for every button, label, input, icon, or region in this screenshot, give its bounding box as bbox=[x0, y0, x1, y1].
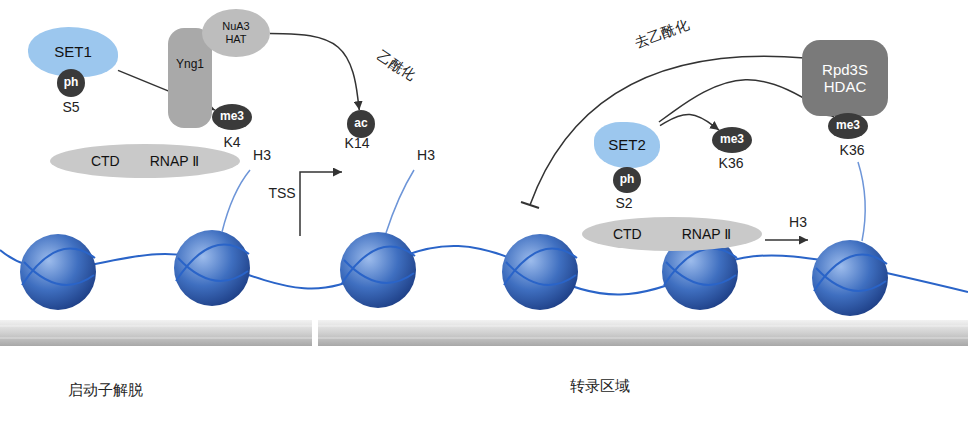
phospho-mark: ph bbox=[57, 69, 85, 97]
node-text: RNAP Ⅱ bbox=[150, 153, 199, 169]
node-text: SET1 bbox=[54, 43, 92, 60]
node-text: me3 bbox=[220, 110, 244, 124]
histone-label: H3 bbox=[253, 148, 271, 163]
tss-arrow bbox=[300, 172, 342, 236]
methyl-mark: me3 bbox=[828, 113, 868, 139]
promoter-band bbox=[0, 320, 312, 346]
node-text: ph bbox=[620, 173, 635, 187]
rnap-ellipse: CTD RNAP Ⅱ bbox=[582, 217, 762, 251]
residue-label: S2 bbox=[615, 196, 632, 211]
nucleosomes bbox=[20, 230, 888, 316]
node-text: me3 bbox=[836, 119, 860, 133]
movement-arrow bbox=[765, 239, 808, 241]
node-text: me3 bbox=[720, 133, 744, 147]
modification-arrow bbox=[660, 115, 719, 131]
region-label: 启动子解脱 bbox=[68, 382, 143, 399]
transcribed-band bbox=[318, 320, 968, 346]
node-text: RNAP Ⅱ bbox=[682, 226, 731, 242]
site-label: TSS bbox=[268, 186, 295, 201]
process-label: 去乙酰化 bbox=[633, 17, 691, 51]
residue-label: S5 bbox=[62, 100, 79, 115]
node-text: ac bbox=[354, 117, 367, 131]
histone-label: H3 bbox=[417, 148, 435, 163]
region-label: 转录区域 bbox=[570, 378, 630, 395]
node-text: ph bbox=[64, 76, 79, 90]
edge-label: 乙酰化 bbox=[374, 48, 418, 84]
hat-complex: NuA3 HAT bbox=[202, 9, 270, 57]
phospho-mark: ph bbox=[613, 167, 640, 193]
node-text: CTD bbox=[91, 153, 120, 169]
histone-label: H3 bbox=[789, 215, 807, 230]
node-text: Rpd3S HDAC bbox=[810, 61, 880, 96]
residue-label: K36 bbox=[840, 143, 865, 158]
inhibition-line bbox=[530, 56, 805, 205]
residue-label: K4 bbox=[223, 135, 240, 150]
acetyl-mark: ac bbox=[347, 110, 375, 138]
hdac-complex: Rpd3S HDAC bbox=[802, 40, 888, 116]
residue-label: K36 bbox=[719, 156, 744, 171]
dna-wraps bbox=[22, 245, 887, 291]
modification-arrow bbox=[270, 34, 359, 111]
residue-label: K14 bbox=[345, 136, 370, 151]
inhibition-bar bbox=[521, 202, 539, 208]
methyl-mark: me3 bbox=[212, 104, 252, 130]
node-text: SET2 bbox=[608, 136, 646, 153]
enzyme-blob: SET2 bbox=[594, 122, 660, 168]
node-text: Yng1 bbox=[176, 58, 204, 72]
node-text: NuA3 HAT bbox=[213, 20, 259, 45]
methyl-mark: me3 bbox=[712, 127, 752, 153]
rnap-ellipse: CTD RNAP Ⅱ bbox=[50, 144, 240, 178]
node-text: CTD bbox=[613, 226, 642, 242]
